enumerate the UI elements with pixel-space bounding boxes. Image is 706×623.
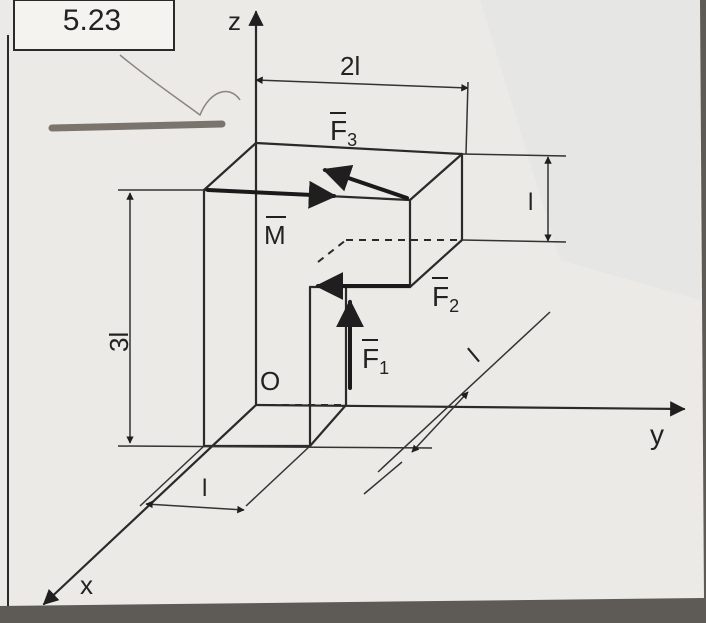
dim-right-line (411, 391, 469, 453)
z-axis-label: z (228, 6, 241, 36)
problem-label-box (13, 0, 175, 51)
f2-label: F2 (432, 281, 459, 316)
f3-label: F3 (330, 115, 357, 150)
dim-bottom-ext-left (139, 445, 205, 507)
dim-2l-ext (465, 81, 469, 155)
problem-number: 5.23 (63, 4, 121, 37)
y-axis-label: y (650, 419, 664, 450)
f1-label: F1 (362, 343, 389, 378)
hidden-step-diag (317, 239, 347, 263)
dim-3l-ext-bottom (117, 445, 433, 449)
top-left-edge (202, 141, 258, 192)
metal-pin (48, 120, 226, 132)
m-label: M (264, 220, 286, 250)
origin-label: O (260, 366, 280, 396)
step-right-diag (408, 238, 464, 289)
force-f3-vector (322, 164, 409, 200)
dim-2l-line (255, 76, 469, 92)
thread (119, 54, 241, 117)
dim-bottom-label: l (202, 475, 207, 502)
dim-3l-label: 3l (104, 332, 134, 352)
top-back-edge (254, 141, 464, 156)
dim-2l-label: 2l (340, 51, 360, 81)
bottom-right-diag (308, 403, 348, 448)
dim-l-ext-top (461, 153, 567, 157)
dim-l-label: l (528, 189, 533, 216)
top-right-edge (408, 152, 464, 202)
moment-m-vector (206, 180, 337, 209)
x-axis-label: x (80, 570, 93, 600)
dim-right-ext-b (363, 461, 403, 495)
dim-bottom-line (145, 500, 245, 514)
dim-bottom-ext-right (245, 445, 311, 507)
paper-shade (480, 0, 700, 300)
